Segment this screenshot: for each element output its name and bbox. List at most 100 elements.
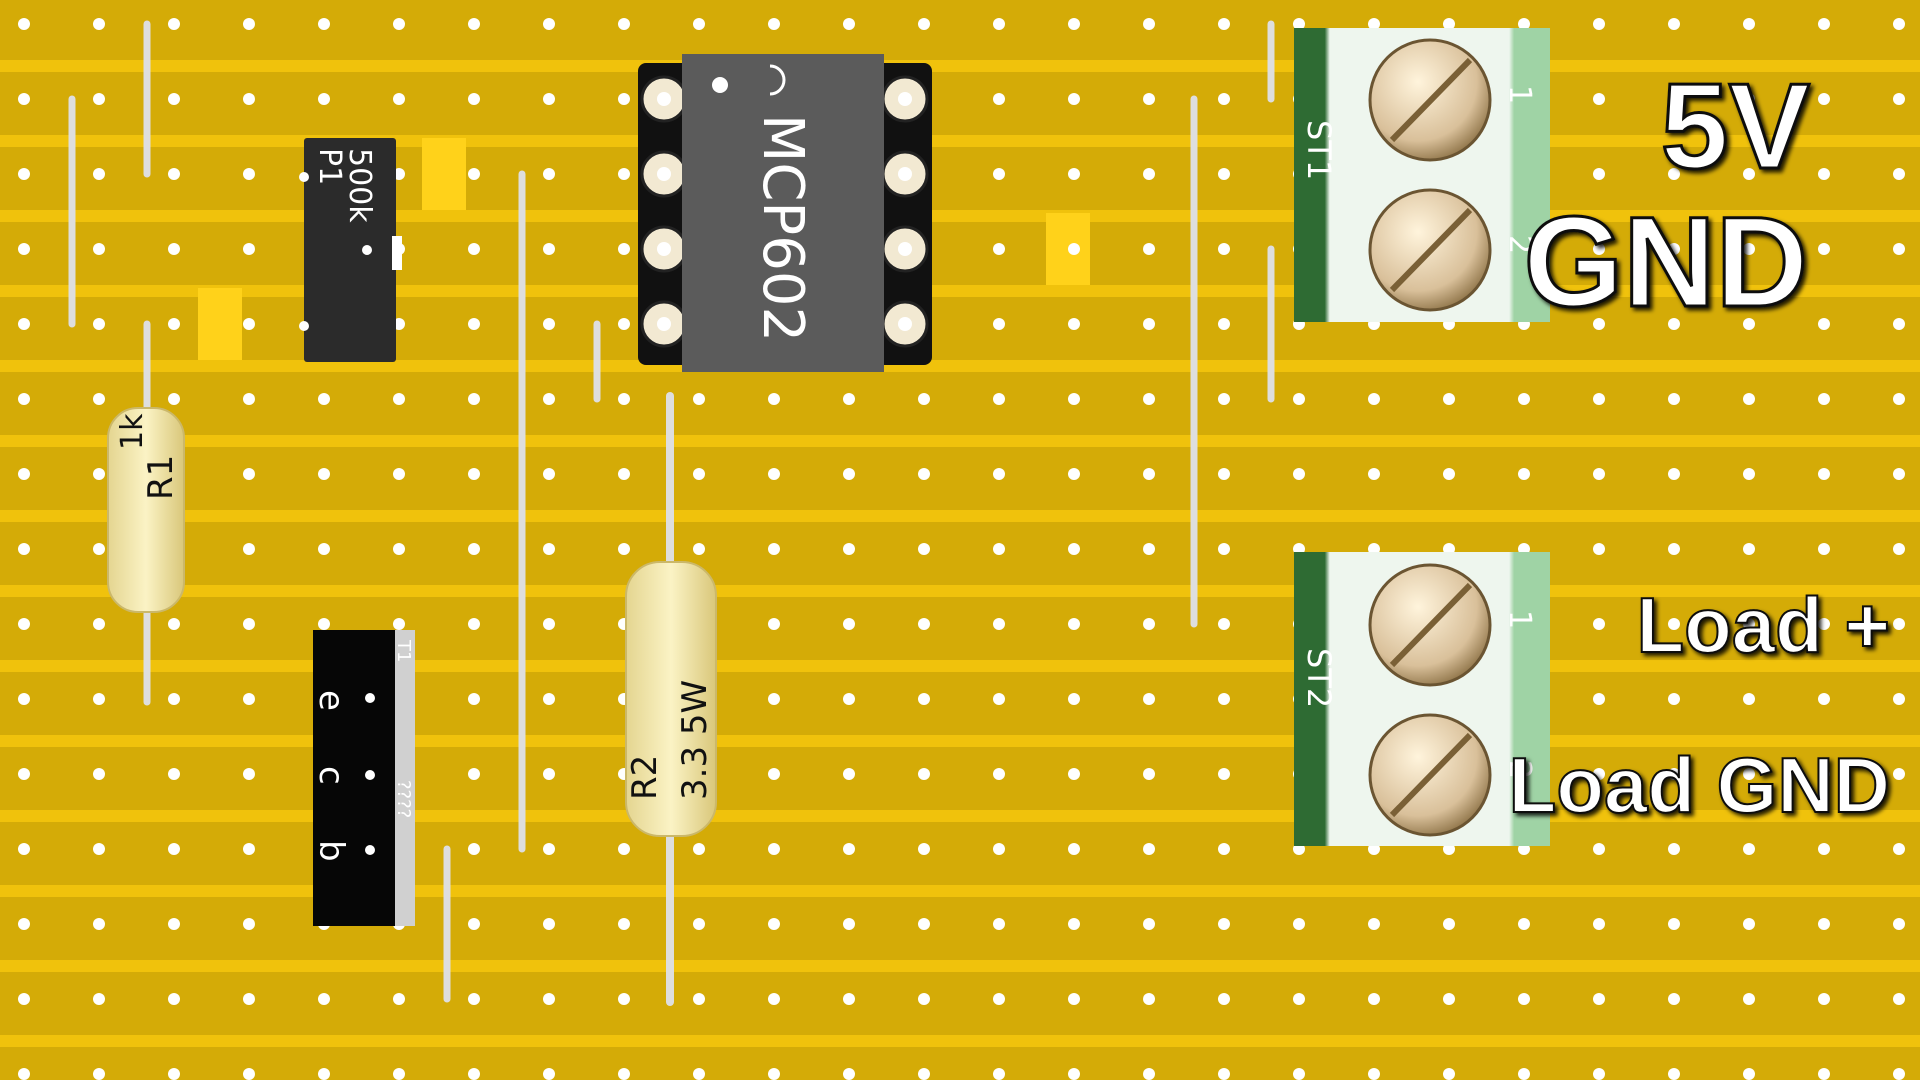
board-hole [468,918,480,930]
board-hole [1218,1068,1230,1080]
board-hole [93,318,105,330]
resistor-r2[interactable]: R2 3.3 5W [625,392,717,1006]
board-hole [468,618,480,630]
potentiometer-p1[interactable]: P1 500k [299,138,402,362]
terminal-st2[interactable]: ST2 1 2 [1294,552,1550,846]
board-hole [1668,18,1680,30]
board-hole [243,168,255,180]
board-hole [1143,918,1155,930]
board-hole [1743,18,1755,30]
board-hole [468,93,480,105]
potentiometer-pin [299,172,309,182]
board-hole [1068,93,1080,105]
screw-slot [1389,207,1473,293]
board-hole [93,1068,105,1080]
board-hole [843,468,855,480]
board-hole [1218,543,1230,555]
board-hole [543,18,555,30]
transistor-b-label: b [311,840,351,862]
board-hole [1143,318,1155,330]
board-hole [1068,918,1080,930]
board-hole [168,243,180,255]
board-hole [1143,168,1155,180]
transistor-t1[interactable]: e c b T1 ???? [311,630,415,926]
board-hole [843,618,855,630]
board-hole [1893,1068,1905,1080]
board-hole [1743,993,1755,1005]
board-hole [1743,693,1755,705]
board-hole [93,768,105,780]
board-hole [1668,543,1680,555]
board-hole [1443,18,1455,30]
board-hole [468,768,480,780]
board-hole [318,618,330,630]
board-hole [468,468,480,480]
potentiometer-wiper-pin [362,245,372,255]
board-hole [543,768,555,780]
board-hole [768,1068,780,1080]
board-hole [1743,768,1755,780]
board-hole [693,993,705,1005]
resistor-r1[interactable]: R1 1k [107,320,185,706]
board-hole [1593,768,1605,780]
ic-pin-hole [657,242,671,256]
board-hole [1368,918,1380,930]
copper-strip [0,510,1920,522]
board-hole [1743,393,1755,405]
copper-strip [0,360,1920,372]
board-hole [1518,993,1530,1005]
terminal-st1-pin1: 1 [1502,85,1537,104]
board-hole [993,1068,1005,1080]
board-hole [243,318,255,330]
board-hole [168,18,180,30]
board-hole [243,693,255,705]
board-hole [93,468,105,480]
board-hole [1518,18,1530,30]
ic-pin1-dot [712,77,728,93]
board-hole [1443,1068,1455,1080]
board-hole [1293,993,1305,1005]
board-hole [543,468,555,480]
potentiometer-pin [299,321,309,331]
board-hole [1593,993,1605,1005]
board-hole [993,468,1005,480]
board-hole [1668,768,1680,780]
board-hole [843,843,855,855]
board-hole [768,18,780,30]
board-hole [1593,468,1605,480]
board-hole [543,918,555,930]
board-hole [1368,393,1380,405]
resistor-r1-value: 1k [115,413,150,450]
ic-body [682,54,884,372]
ic-mcp602[interactable]: MCP602 [638,54,932,372]
board-hole [993,993,1005,1005]
terminal-st1[interactable]: ST1 1 2 [1294,28,1550,322]
board-hole [18,693,30,705]
board-hole [1068,168,1080,180]
board-hole [543,618,555,630]
resistor-r1-ref: R1 [141,455,181,500]
board-hole [468,393,480,405]
board-hole [1293,918,1305,930]
board-hole [918,1068,930,1080]
board-hole [1893,393,1905,405]
board-hole [18,993,30,1005]
board-hole [468,18,480,30]
transistor-c-label: c [311,766,351,785]
board-hole [993,693,1005,705]
board-hole [93,243,105,255]
board-hole [1143,1068,1155,1080]
board-hole [1668,93,1680,105]
board-hole [168,1068,180,1080]
board-hole [918,468,930,480]
board-hole [918,768,930,780]
board-hole [168,843,180,855]
board-hole [18,168,30,180]
board-hole [693,918,705,930]
board-hole [1593,1068,1605,1080]
board-hole [1593,318,1605,330]
board-hole [1218,393,1230,405]
board-hole [768,468,780,480]
board-hole [693,543,705,555]
board-hole [243,243,255,255]
